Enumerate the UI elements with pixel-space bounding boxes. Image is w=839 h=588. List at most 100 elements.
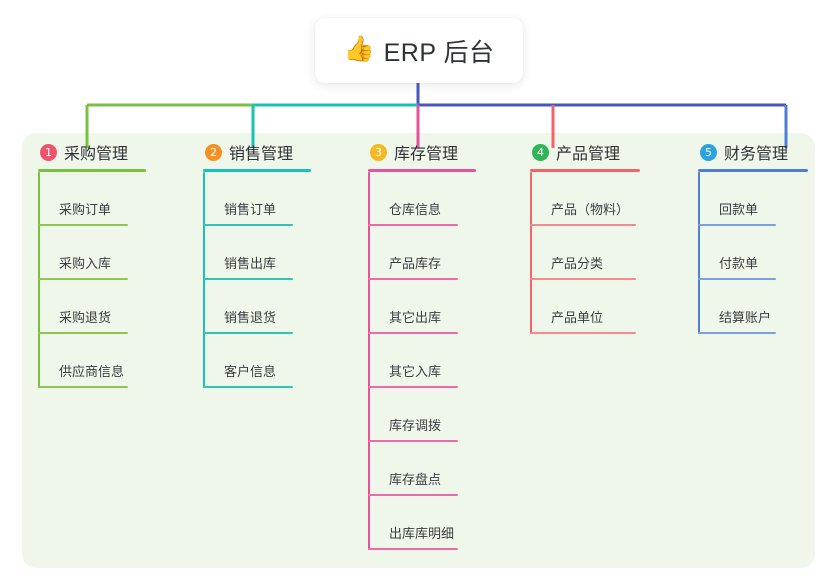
branch-trunk-3 <box>368 172 370 550</box>
branch-item[interactable]: 销售出库 <box>203 226 311 280</box>
branch-header-5[interactable]: 5 财务管理 <box>698 140 808 164</box>
page-title: ERP 后台 <box>383 38 495 67</box>
branch-item-rule <box>530 332 636 334</box>
branch-trunk-2 <box>203 172 205 388</box>
branch-item[interactable]: 产品库存 <box>368 226 476 280</box>
branch-item[interactable]: 仓库信息 <box>368 172 476 226</box>
branch-item-rule <box>368 494 458 496</box>
branch-item-label: 销售订单 <box>224 202 277 217</box>
branch-item[interactable]: 库存盘点 <box>368 442 476 496</box>
branch-item-label: 采购订单 <box>59 202 112 217</box>
branch-title-3: 库存管理 <box>394 146 459 163</box>
branch-item-label: 产品（物料） <box>551 202 630 217</box>
branch-item-rule <box>530 278 636 280</box>
branch-item[interactable]: 出库库明细 <box>368 496 476 550</box>
branch-column-1: 1 采购管理采购订单采购入库采购退货供应商信息 <box>38 140 146 388</box>
branch-item-label: 产品分类 <box>551 256 604 271</box>
branch-rule-4 <box>530 169 640 172</box>
branch-item-rule <box>38 278 128 280</box>
branch-item[interactable]: 采购退货 <box>38 280 146 334</box>
branch-item-label: 库存调拨 <box>389 418 442 433</box>
branch-item[interactable]: 付款单 <box>698 226 808 280</box>
branch-item-rule <box>368 548 458 550</box>
branch-item-label: 客户信息 <box>224 364 277 379</box>
thumbs-up-icon: 👍 <box>343 35 375 63</box>
branch-item-label: 供应商信息 <box>59 364 125 379</box>
branch-item[interactable]: 回款单 <box>698 172 808 226</box>
branch-item-rule <box>368 278 458 280</box>
branch-item-label: 其它出库 <box>389 310 442 325</box>
branch-column-2: 2 销售管理销售订单销售出库销售退货客户信息 <box>203 140 311 388</box>
branch-item-rule <box>368 440 458 442</box>
branch-item[interactable]: 其它出库 <box>368 280 476 334</box>
branch-items-5: 回款单付款单结算账户 <box>698 172 808 334</box>
branch-item-rule <box>203 224 293 226</box>
branch-rule-5 <box>698 169 808 172</box>
branch-item-label: 付款单 <box>719 256 759 271</box>
branch-header-4[interactable]: 4 产品管理 <box>530 140 640 164</box>
branch-item-rule <box>203 386 293 388</box>
branch-item[interactable]: 销售订单 <box>203 172 311 226</box>
branch-item-label: 库存盘点 <box>389 472 442 487</box>
branch-badge-3: 3 <box>370 143 387 161</box>
branch-item[interactable]: 采购订单 <box>38 172 146 226</box>
branch-title-1: 采购管理 <box>64 146 129 163</box>
branch-item-rule <box>368 224 458 226</box>
branch-item-rule <box>203 332 293 334</box>
branch-item-label: 仓库信息 <box>389 202 442 217</box>
branch-header-1[interactable]: 1 采购管理 <box>38 140 146 164</box>
branch-item-label: 出库库明细 <box>389 526 455 541</box>
branch-item[interactable]: 产品单位 <box>530 280 640 334</box>
root-node[interactable]: 👍 ERP 后台 <box>315 18 523 83</box>
branch-item-label: 产品单位 <box>551 310 604 325</box>
branch-title-5: 财务管理 <box>724 146 789 163</box>
branch-item-rule <box>38 224 128 226</box>
branch-item-rule <box>38 332 128 334</box>
branch-rule-2 <box>203 169 311 172</box>
branch-header-2[interactable]: 2 销售管理 <box>203 140 311 164</box>
branch-item-rule <box>38 386 128 388</box>
branch-badge-1: 1 <box>40 143 57 161</box>
branch-item-rule <box>203 278 293 280</box>
branch-items-1: 采购订单采购入库采购退货供应商信息 <box>38 172 146 388</box>
branch-trunk-4 <box>530 172 532 334</box>
branch-item[interactable]: 结算账户 <box>698 280 808 334</box>
branch-item[interactable]: 客户信息 <box>203 334 311 388</box>
branch-item-label: 销售出库 <box>224 256 277 271</box>
branch-items-3: 仓库信息产品库存其它出库其它入库库存调拨库存盘点出库库明细 <box>368 172 476 550</box>
branch-trunk-5 <box>698 172 700 334</box>
branch-item-rule <box>368 386 458 388</box>
branch-rule-3 <box>368 169 476 172</box>
branch-item-label: 结算账户 <box>719 310 772 325</box>
branch-item-label: 产品库存 <box>389 256 442 271</box>
branch-item[interactable]: 产品（物料） <box>530 172 640 226</box>
branch-item[interactable]: 库存调拨 <box>368 388 476 442</box>
branch-column-5: 5 财务管理回款单付款单结算账户 <box>698 140 808 334</box>
branch-item[interactable]: 销售退货 <box>203 280 311 334</box>
branch-badge-2: 2 <box>205 143 222 161</box>
branch-item-rule <box>530 224 636 226</box>
branch-rule-1 <box>38 169 146 172</box>
branch-item-label: 销售退货 <box>224 310 277 325</box>
branch-title-2: 销售管理 <box>229 146 294 163</box>
branch-item-label: 其它入库 <box>389 364 442 379</box>
branch-column-3: 3 库存管理仓库信息产品库存其它出库其它入库库存调拨库存盘点出库库明细 <box>368 140 476 550</box>
branch-item[interactable]: 采购入库 <box>38 226 146 280</box>
branch-trunk-1 <box>38 172 40 388</box>
branch-badge-5: 5 <box>700 143 717 161</box>
branch-header-3[interactable]: 3 库存管理 <box>368 140 476 164</box>
branch-item[interactable]: 产品分类 <box>530 226 640 280</box>
branch-item-rule <box>698 278 776 280</box>
branch-items-2: 销售订单销售出库销售退货客户信息 <box>203 172 311 388</box>
branch-item-rule <box>698 332 776 334</box>
branch-item-label: 采购入库 <box>59 256 112 271</box>
branch-items-4: 产品（物料） 产品分类产品单位 <box>530 172 640 334</box>
branch-item[interactable]: 供应商信息 <box>38 334 146 388</box>
branch-item-label: 采购退货 <box>59 310 112 325</box>
branch-column-4: 4 产品管理产品（物料） 产品分类产品单位 <box>530 140 640 334</box>
branch-title-4: 产品管理 <box>556 146 621 163</box>
branch-item-rule <box>698 224 776 226</box>
branch-item[interactable]: 其它入库 <box>368 334 476 388</box>
branch-badge-4: 4 <box>532 143 549 161</box>
branch-item-rule <box>368 332 458 334</box>
